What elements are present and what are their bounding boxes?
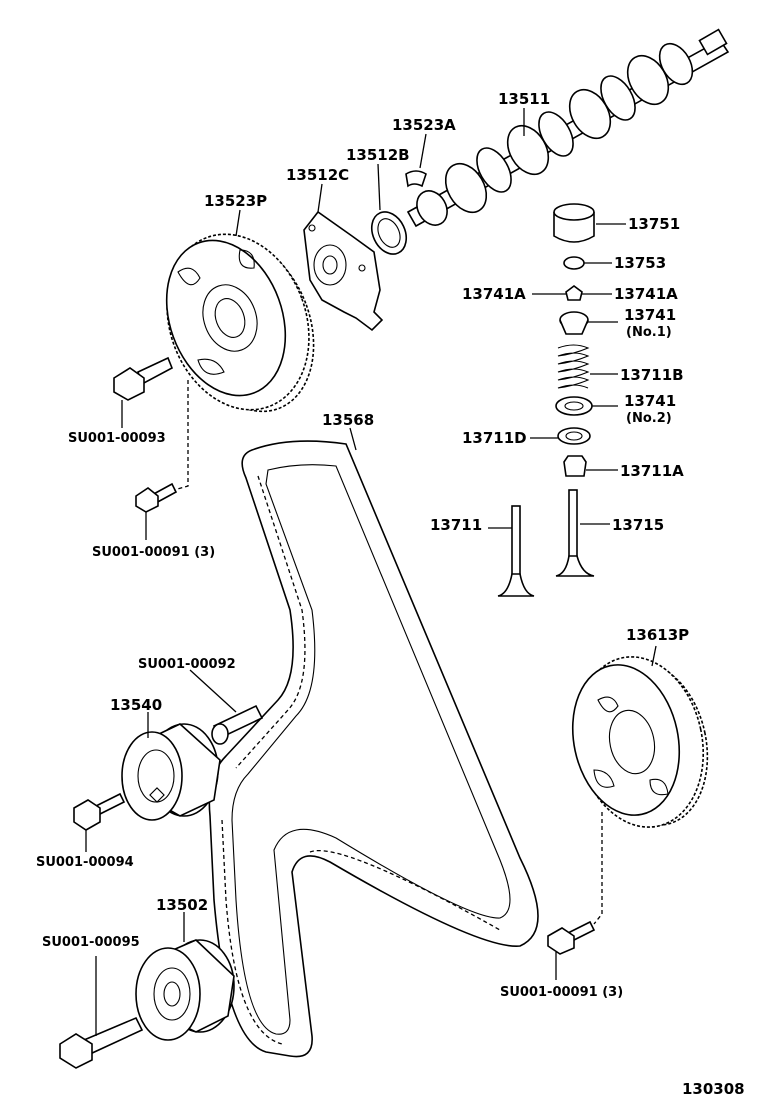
label-13715: 13715 xyxy=(612,516,664,534)
label-su001-00091-right: SU001-00091 (3) xyxy=(500,985,623,1000)
camshaft xyxy=(406,28,730,228)
timing-belt-13568 xyxy=(208,440,539,1058)
label-13741-no2-note: (No.2) xyxy=(626,411,672,426)
bolt-su001-00093 xyxy=(113,356,174,401)
label-13741-no1: 13741 xyxy=(624,306,676,324)
valve-13715 xyxy=(555,489,595,577)
bolt-su001-00091-left xyxy=(135,482,178,513)
label-13523A: 13523A xyxy=(392,116,456,134)
housing-13512C xyxy=(303,210,384,332)
valve-lifter-13751 xyxy=(553,203,595,243)
pulley-13613P xyxy=(571,656,709,828)
spring-retainer-13741-no1 xyxy=(559,311,589,335)
label-su001-00092: SU001-00092 xyxy=(138,657,236,672)
label-13613P: 13613P xyxy=(626,626,689,644)
idler-13502 xyxy=(135,939,235,1041)
label-13741A-left: 13741A xyxy=(462,285,526,303)
shim-13753 xyxy=(563,256,585,270)
oil-seal-13512B xyxy=(370,211,408,255)
label-13511: 13511 xyxy=(498,90,550,108)
valve-seal-13711D xyxy=(557,427,591,445)
bolt-su001-00094 xyxy=(73,792,126,831)
label-su001-00095: SU001-00095 xyxy=(42,935,140,950)
diagram-code: 130308 xyxy=(682,1080,745,1098)
label-13502: 13502 xyxy=(156,896,208,914)
label-13711A: 13711A xyxy=(620,462,684,480)
spring-seat-13741-no2 xyxy=(555,396,593,416)
label-13741-no2: 13741 xyxy=(624,392,676,410)
valve-guide-13711A xyxy=(563,455,587,477)
label-su001-00093: SU001-00093 xyxy=(68,431,166,446)
label-13741-no1-note: (No.1) xyxy=(626,325,672,340)
valve-spring-13711B xyxy=(557,344,590,389)
label-13741A-right: 13741A xyxy=(614,285,678,303)
pulley-13523P xyxy=(165,233,315,413)
label-13568: 13568 xyxy=(322,411,374,429)
label-13711: 13711 xyxy=(430,516,482,534)
key-13523A xyxy=(405,170,427,188)
stud-su001-00092 xyxy=(211,704,264,745)
label-su001-00091-left: SU001-00091 (3) xyxy=(92,545,215,560)
label-13512C: 13512C xyxy=(286,166,349,184)
label-su001-00094: SU001-00094 xyxy=(36,855,134,870)
bolt-su001-00095 xyxy=(59,1016,144,1069)
valve-13711 xyxy=(497,505,535,597)
idler-13540 xyxy=(121,723,221,821)
label-13512B: 13512B xyxy=(346,146,410,164)
label-13711D: 13711D xyxy=(462,429,527,447)
valve-keepers-13741A xyxy=(565,285,583,301)
label-13523P: 13523P xyxy=(204,192,267,210)
label-13540: 13540 xyxy=(110,696,162,714)
label-13751: 13751 xyxy=(628,215,680,233)
label-13711B: 13711B xyxy=(620,366,684,384)
label-13753: 13753 xyxy=(614,254,666,272)
bolt-su001-00091-right xyxy=(547,920,596,955)
